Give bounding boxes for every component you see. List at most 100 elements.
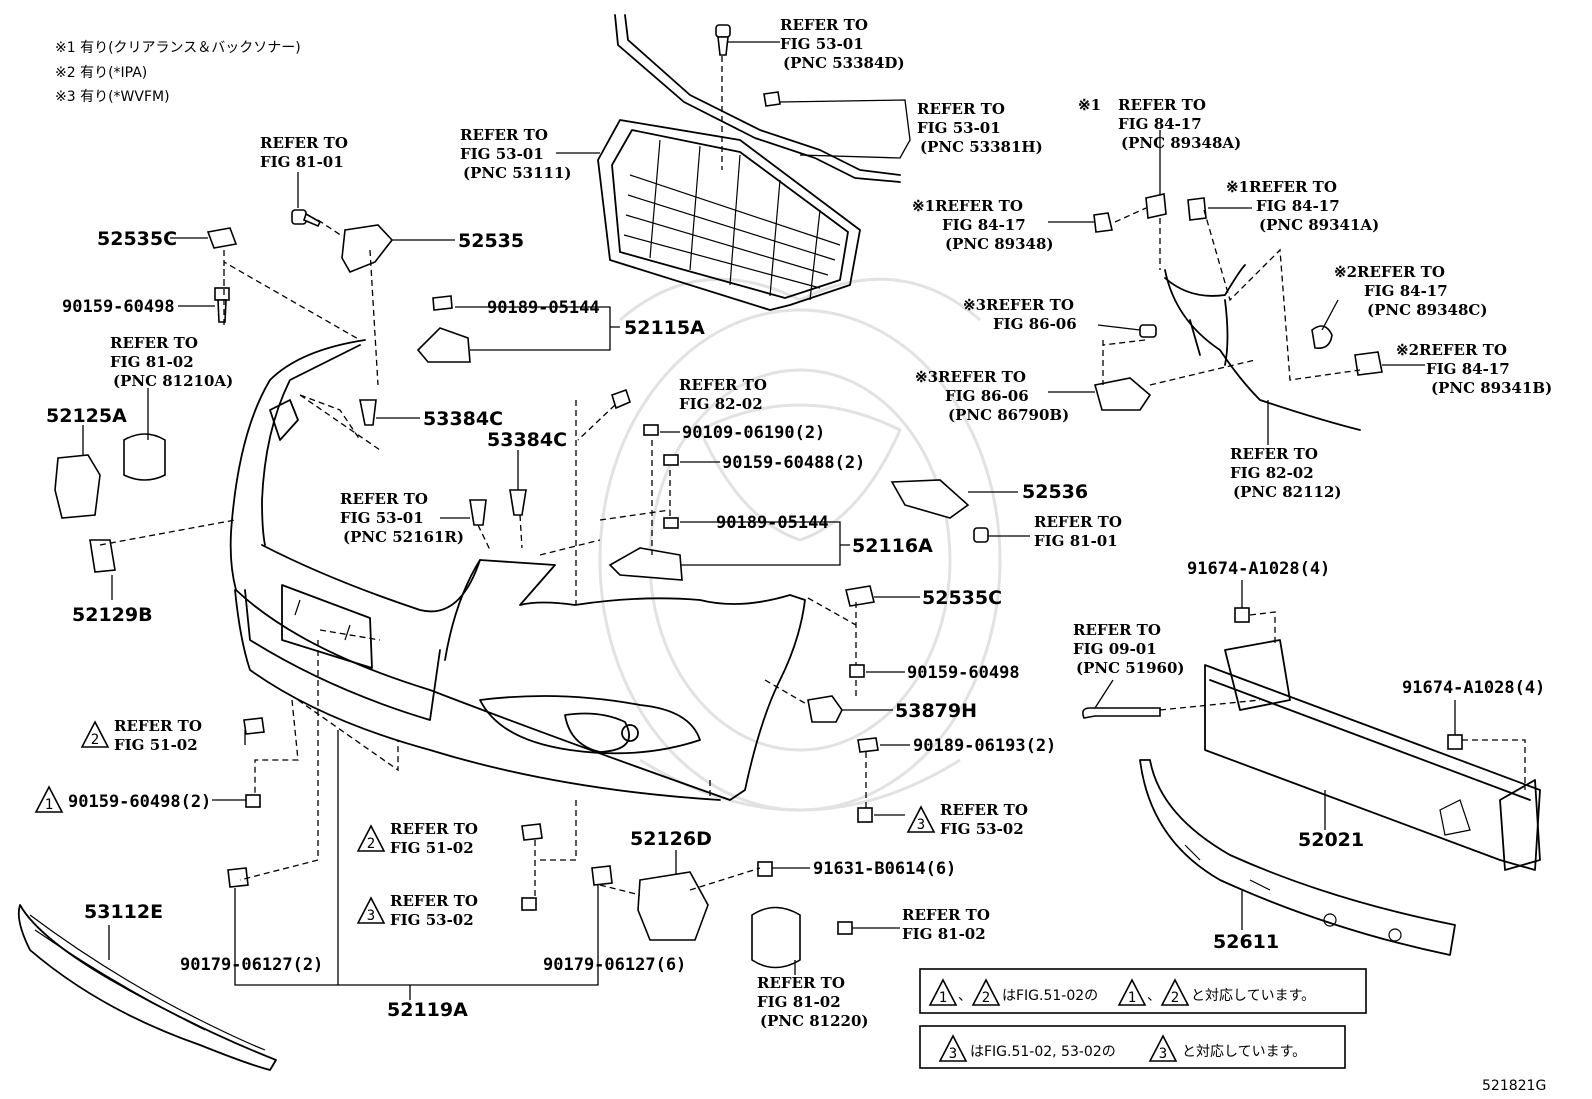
part-label: 90159-60498 bbox=[62, 297, 175, 317]
svg-text:2: 2 bbox=[982, 990, 990, 1006]
bumper-cover-drawing bbox=[229, 339, 806, 801]
upper-grille-drawing bbox=[597, 14, 901, 311]
svg-text:1: 1 bbox=[939, 990, 947, 1006]
legend-box-1: 1 、 2 はFIG.51-02の 1 、 2 と対応しています。 bbox=[919, 968, 1367, 1014]
part-label: 52611 bbox=[1213, 931, 1279, 953]
ref-label: (PNC 89348A) bbox=[1121, 134, 1241, 152]
svg-text:2: 2 bbox=[1171, 990, 1179, 1006]
part-label: 90189-05144 bbox=[716, 513, 829, 533]
ref-label: FIG 84-17 bbox=[1426, 360, 1510, 378]
ref-label: (PNC 53381H) bbox=[920, 138, 1043, 156]
ref-label: REFER TO bbox=[1118, 96, 1206, 114]
wiring-harness-drawing bbox=[1164, 264, 1361, 431]
svg-text:3: 3 bbox=[949, 1046, 957, 1062]
part-label: 52126D bbox=[630, 828, 712, 850]
part-labels: 52535C 52535 90159-60498 90189-05144 521… bbox=[46, 228, 1545, 1021]
ref-label: REFER TO bbox=[460, 126, 548, 144]
triangle-2-icon: 2 bbox=[80, 720, 110, 748]
ref-label: (PNC 89341A) bbox=[1259, 216, 1379, 234]
ref-label: REFER TO bbox=[260, 134, 348, 152]
ref-label: (PNC 89341B) bbox=[1431, 379, 1552, 397]
ref-label: (PNC 89348) bbox=[945, 235, 1054, 253]
ref-label: FIG 81-02 bbox=[902, 925, 986, 943]
legend-text: はFIG.51-02, 53-02の bbox=[970, 1044, 1116, 1060]
ref-label: FIG 53-02 bbox=[940, 820, 1024, 838]
svg-text:2: 2 bbox=[91, 732, 99, 748]
ref-label: ※2REFER TO bbox=[1334, 263, 1445, 281]
triangle-3-icon: 3 bbox=[356, 896, 386, 924]
part-label: 53384C bbox=[487, 429, 567, 451]
part-label: 90109-06190(2) bbox=[682, 423, 825, 443]
ref-label: ※1 bbox=[1078, 96, 1101, 114]
ref-label: (PNC 81220) bbox=[760, 1012, 869, 1030]
ref-label: FIG 81-01 bbox=[1034, 532, 1118, 550]
part-label: 91631-B0614(6) bbox=[813, 859, 956, 879]
ref-label: REFER TO bbox=[390, 820, 478, 838]
absorber-drawing bbox=[1139, 759, 1456, 956]
ref-label: (PNC 89348C) bbox=[1367, 301, 1487, 319]
part-label: 52535C bbox=[922, 587, 1002, 609]
ref-label: FIG 86-06 bbox=[993, 315, 1077, 333]
part-label: 52119A bbox=[387, 999, 468, 1021]
svg-text:1: 1 bbox=[1128, 990, 1136, 1006]
ref-label: REFER TO bbox=[902, 906, 990, 924]
ref-label: (PNC 53384D) bbox=[783, 54, 905, 72]
part-label: 53879H bbox=[895, 700, 977, 722]
ref-label: (PNC 53111) bbox=[463, 164, 572, 182]
ref-label: REFER TO bbox=[1073, 621, 1161, 639]
part-label: 52536 bbox=[1022, 481, 1088, 503]
ref-label: ※3REFER TO bbox=[915, 368, 1026, 386]
reference-labels: REFER TO FIG 53-01 (PNC 53384D) REFER TO… bbox=[110, 16, 1552, 1030]
ref-label: (PNC 82112) bbox=[1233, 483, 1342, 501]
part-label: 90179-06127(2) bbox=[180, 955, 323, 975]
part-label: 52129B bbox=[72, 604, 153, 626]
part-label: 52535 bbox=[458, 230, 524, 252]
ref-label: ※1REFER TO bbox=[1226, 178, 1337, 196]
ref-label: FIG 84-17 bbox=[1256, 197, 1340, 215]
part-label: 52116A bbox=[852, 535, 933, 557]
part-label: 90159-60498 bbox=[907, 663, 1020, 683]
ref-label: REFER TO bbox=[917, 100, 1005, 118]
ref-label: REFER TO bbox=[110, 334, 198, 352]
note-3: ※3 有り(*WVFM) bbox=[55, 89, 170, 105]
part-label: 52125A bbox=[46, 405, 127, 427]
part-label: 90179-06127(6) bbox=[543, 955, 686, 975]
lower-grille-drawing bbox=[17, 904, 277, 1071]
ref-label: FIG 81-02 bbox=[110, 353, 194, 371]
part-label: 53384C bbox=[423, 408, 503, 430]
ref-label: (PNC 51960) bbox=[1076, 659, 1185, 677]
ref-label: ※3REFER TO bbox=[963, 296, 1074, 314]
svg-text:1: 1 bbox=[45, 797, 53, 813]
ref-label: ※2REFER TO bbox=[1396, 341, 1507, 359]
ref-label: REFER TO bbox=[114, 717, 202, 735]
ref-label: FIG 82-02 bbox=[679, 395, 763, 413]
legend-box-2: 3 はFIG.51-02, 53-02の 3 と対応しています。 bbox=[919, 1025, 1346, 1069]
ref-label: FIG 53-01 bbox=[780, 35, 864, 53]
ref-label: REFER TO bbox=[1034, 513, 1122, 531]
ref-label: FIG 53-01 bbox=[460, 145, 544, 163]
reinforcement-drawing bbox=[1204, 639, 1541, 871]
ref-label: FIG 86-06 bbox=[945, 387, 1029, 405]
svg-text:3: 3 bbox=[367, 908, 375, 924]
ref-label: REFER TO bbox=[1230, 445, 1318, 463]
ref-label: REFER TO bbox=[390, 892, 478, 910]
triangle-1-icon: 1 bbox=[34, 785, 64, 813]
ref-label: FIG 84-17 bbox=[1364, 282, 1448, 300]
legend-text: と対応しています。 bbox=[1191, 988, 1315, 1004]
triangle-2-icon: 2 bbox=[356, 824, 386, 852]
small-parts bbox=[54, 24, 1463, 969]
ref-label: REFER TO bbox=[340, 490, 428, 508]
ref-label: FIG 82-02 bbox=[1230, 464, 1314, 482]
ref-label: FIG 51-02 bbox=[114, 736, 198, 754]
part-label: 90189-05144 bbox=[487, 298, 600, 318]
legend-text: と対応しています。 bbox=[1182, 1044, 1306, 1060]
part-label: 52021 bbox=[1298, 829, 1364, 851]
figure-id: 521821G bbox=[1482, 1078, 1546, 1094]
ref-label: FIG 53-01 bbox=[340, 509, 424, 527]
leader-lines bbox=[82, 41, 1526, 1000]
svg-text:2: 2 bbox=[367, 836, 375, 852]
ref-label: REFER TO bbox=[780, 16, 868, 34]
part-label: 90159-60488(2) bbox=[722, 453, 865, 473]
svg-text:3: 3 bbox=[1159, 1046, 1167, 1062]
